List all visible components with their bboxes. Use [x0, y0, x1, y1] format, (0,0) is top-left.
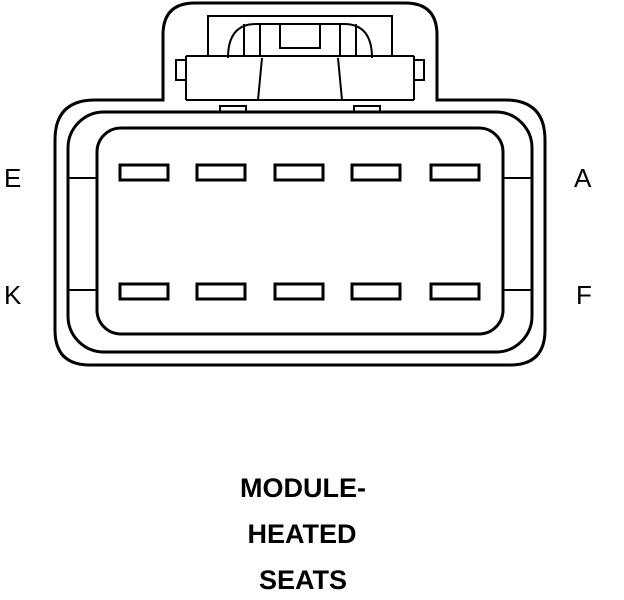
pin-cavity — [118, 282, 170, 301]
pin-cavity — [273, 163, 325, 182]
connector-pin-face — [95, 126, 505, 336]
caption-line-2: HEATED — [247, 519, 356, 549]
connector-housing-inner-wall — [66, 110, 534, 354]
pin-cavity — [350, 282, 402, 301]
side-keying-marks — [68, 177, 532, 291]
connector-housing-outer — [53, 1, 547, 367]
pin-cavity — [350, 163, 402, 182]
caption-line-1: MODULE- — [240, 473, 366, 503]
pin-cavity — [195, 282, 247, 301]
pin-label-k: K — [4, 280, 22, 310]
pin-cavity — [118, 163, 170, 182]
pin-row-top — [118, 163, 481, 182]
pin-cavity — [429, 282, 481, 301]
pin-cavity — [429, 163, 481, 182]
pin-cavity — [195, 163, 247, 182]
locking-latch — [175, 15, 425, 113]
pin-label-a: A — [574, 163, 592, 193]
caption-line-3: SEATS — [259, 565, 347, 595]
pin-cavity — [273, 282, 325, 301]
pin-label-f: F — [576, 280, 592, 310]
pin-row-bottom — [118, 282, 481, 301]
pin-label-e: E — [4, 163, 21, 193]
